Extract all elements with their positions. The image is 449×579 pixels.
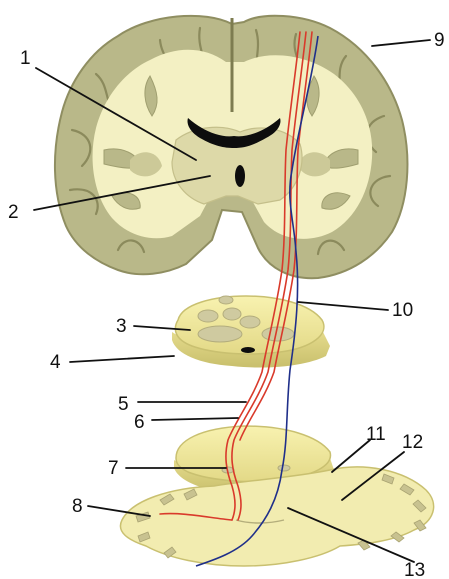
callout-label-4: 4 xyxy=(50,352,61,373)
callout-label-7: 7 xyxy=(108,458,119,479)
callout-line-6 xyxy=(152,418,238,420)
cerebral-aqueduct xyxy=(241,347,255,353)
callout-line-10 xyxy=(298,302,388,310)
callout-label-12: 12 xyxy=(402,432,423,453)
callout-label-9: 9 xyxy=(434,30,445,51)
callout-label-3: 3 xyxy=(116,316,127,337)
callout-label-13: 13 xyxy=(404,560,425,579)
callout-label-11: 11 xyxy=(366,424,386,445)
cerebrum-coronal-section xyxy=(55,16,408,278)
callout-label-1: 1 xyxy=(20,48,31,69)
callout-label-8: 8 xyxy=(72,496,83,517)
midbrain-section xyxy=(172,296,330,368)
cerebral-peduncle xyxy=(198,326,242,342)
callout-line-9 xyxy=(372,40,430,46)
callout-line-4 xyxy=(70,356,174,362)
callout-label-5: 5 xyxy=(118,394,129,415)
third-ventricle xyxy=(235,165,245,187)
callout-label-2: 2 xyxy=(8,202,19,223)
callout-label-10: 10 xyxy=(392,300,413,321)
callout-label-6: 6 xyxy=(134,412,145,433)
